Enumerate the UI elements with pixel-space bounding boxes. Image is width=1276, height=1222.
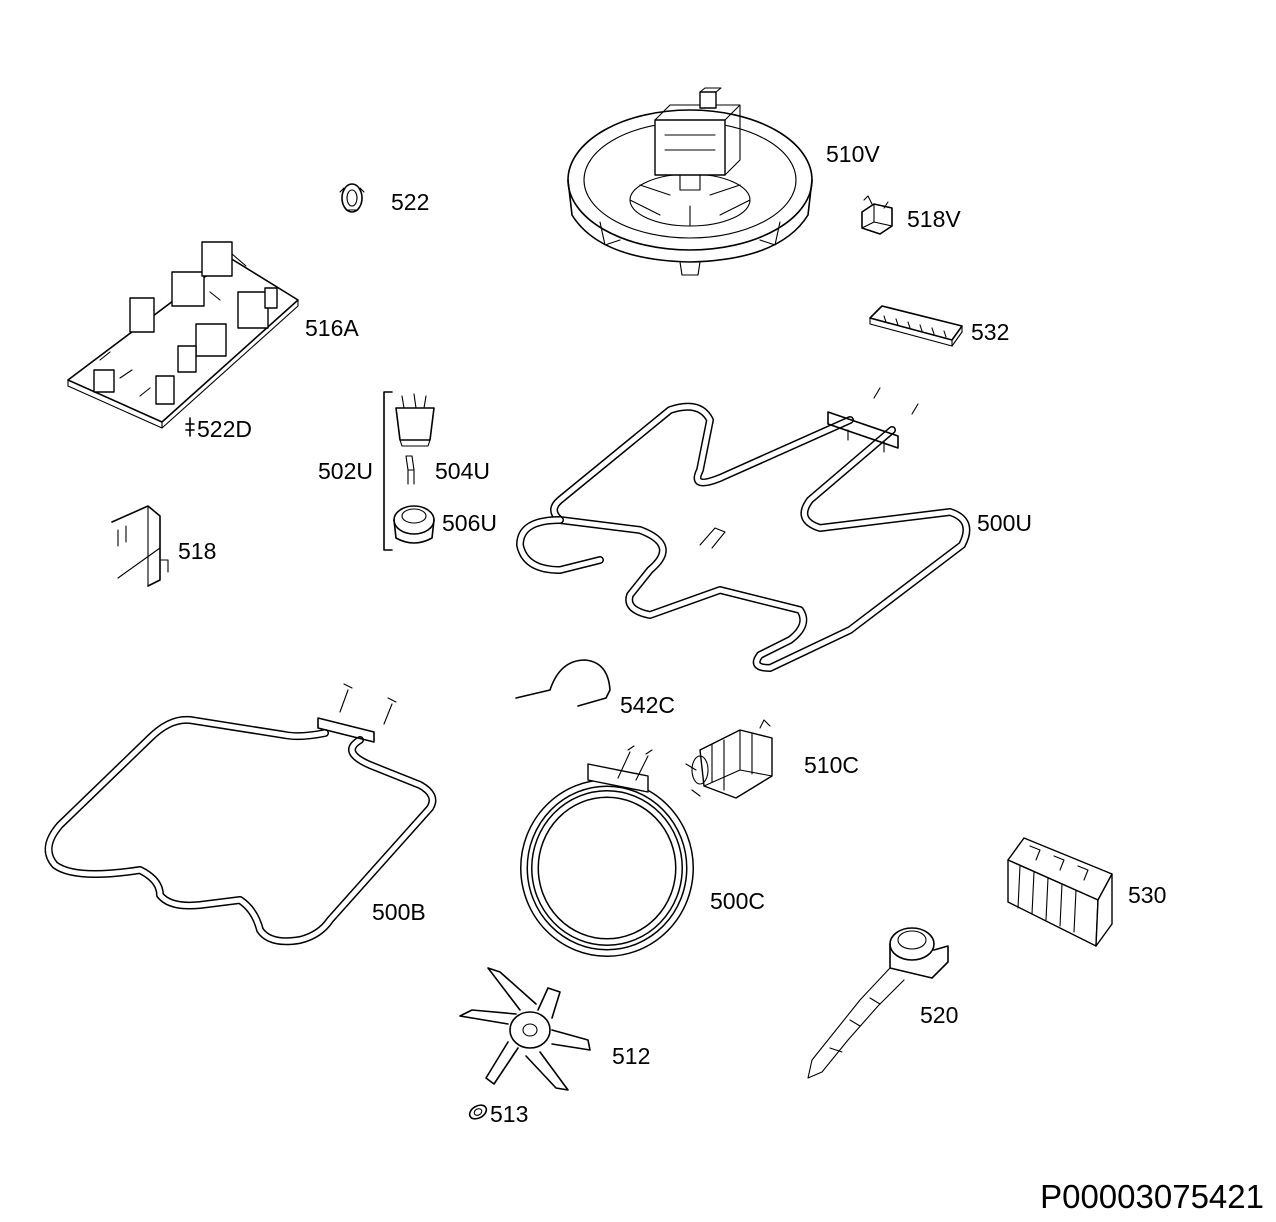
part-532-terminal-strip <box>869 305 963 347</box>
group-502U-bracket <box>383 391 393 551</box>
part-500B-bottom-element <box>44 683 437 946</box>
part-520-thermostat <box>807 927 949 1079</box>
label-506U: 506U <box>442 510 497 536</box>
part-512-fan-blade <box>459 967 591 1091</box>
label-502U: 502U <box>318 458 373 484</box>
part-500C-ring-element <box>520 745 694 957</box>
label-510V: 510V <box>826 141 880 167</box>
part-513-nut <box>468 1104 488 1120</box>
label-542C: 542C <box>620 692 675 718</box>
label-522D: 522D <box>197 416 252 442</box>
label-500C: 500C <box>710 888 765 914</box>
part-516A-control-board <box>67 241 299 429</box>
part-510V-fan-housing <box>567 87 813 276</box>
part-522-clip <box>339 183 365 213</box>
drawing-code: P00003075421 <box>1040 1178 1264 1215</box>
part-542C-sensor-wire <box>515 659 611 707</box>
part-506U-lamp-glass <box>393 505 435 544</box>
part-504U-lamp-holder <box>395 393 435 485</box>
label-530: 530 <box>1128 882 1166 908</box>
label-500U: 500U <box>977 510 1032 536</box>
label-512: 512 <box>612 1043 650 1069</box>
label-510C: 510C <box>804 752 859 778</box>
label-518: 518 <box>178 538 216 564</box>
label-500B: 500B <box>372 899 426 925</box>
part-518V-bracket <box>861 195 893 235</box>
label-522: 522 <box>391 189 429 215</box>
part-500U-grill-element <box>516 387 971 672</box>
label-504U: 504U <box>435 458 490 484</box>
part-530-switch-block <box>1007 837 1113 947</box>
label-513: 513 <box>490 1101 528 1127</box>
part-510C-motor <box>685 719 773 799</box>
label-532: 532 <box>971 319 1009 345</box>
part-518-bracket <box>111 505 169 587</box>
part-522D-pin <box>185 417 195 437</box>
label-520: 520 <box>920 1002 958 1028</box>
label-516A: 516A <box>305 315 359 341</box>
label-518V: 518V <box>907 206 961 232</box>
